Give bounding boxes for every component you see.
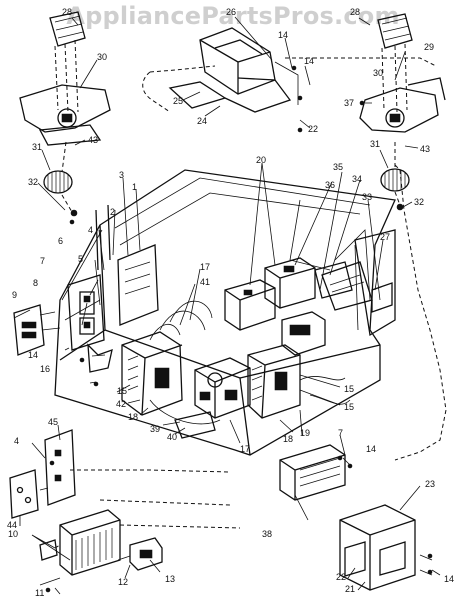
mounting-plate-left (67, 274, 113, 373)
hv-transformer-left (121, 323, 183, 416)
component-box-23 (339, 504, 433, 591)
control-components-top (224, 257, 373, 356)
callout-30-right: 30 (373, 68, 383, 78)
callout-13: 13 (165, 574, 175, 584)
callout-10: 10 (8, 529, 18, 539)
callout-17-lower: 17 (240, 444, 250, 454)
callout-15-lower: 15 (344, 402, 354, 412)
callout-32-left: 32 (28, 177, 38, 187)
cover-38 (279, 444, 346, 501)
callout-4-low: 4 (14, 436, 19, 446)
leader-lines (13, 16, 441, 595)
callout-31-left: 31 (32, 142, 42, 152)
rear-bracket (95, 204, 159, 326)
callout-35: 35 (333, 162, 343, 172)
callout-22-low: 22 (336, 572, 346, 582)
callout-7-upper: 7 (40, 256, 45, 266)
callout-25: 25 (173, 96, 183, 106)
callout-22-top: 22 (308, 124, 318, 134)
noise-filter (117, 537, 163, 571)
callout-14-top: 14 (278, 30, 288, 40)
callout-45: 45 (48, 417, 58, 427)
callout-6: 6 (58, 236, 63, 246)
callout-32-right: 32 (414, 197, 424, 207)
switch-block (13, 304, 61, 356)
callout-34: 34 (352, 174, 362, 184)
callout-37: 37 (344, 98, 354, 108)
callout-21: 21 (345, 584, 355, 594)
callout-14-low: 14 (444, 574, 454, 584)
callout-27: 27 (380, 232, 390, 242)
callout-18-right: 18 (283, 434, 293, 444)
dashed-outline-top (142, 57, 437, 113)
callout-41: 41 (200, 277, 210, 287)
callout-14-right: 14 (366, 444, 376, 454)
callout-29: 29 (424, 42, 434, 52)
callout-9: 9 (12, 290, 17, 300)
screws (45, 65, 433, 593)
callout-14-left: 14 (28, 350, 38, 360)
callout-31-right: 31 (370, 139, 380, 149)
callout-33: 33 (362, 192, 372, 202)
dashed-outline-bottom (70, 469, 241, 529)
callout-15-left: 15 (117, 386, 127, 396)
callout-7-right: 7 (338, 428, 343, 438)
right-side-panel (354, 229, 396, 337)
callout-3: 3 (119, 170, 124, 180)
callout-8: 8 (33, 278, 38, 288)
callout-24: 24 (197, 116, 207, 126)
dashed-outline-right (394, 164, 447, 461)
callout-11: 11 (35, 588, 44, 598)
callout-30-left: 30 (97, 52, 107, 62)
magnetron-center (174, 357, 251, 439)
callout-17-upper: 17 (200, 262, 210, 272)
callout-28-right: 28 (350, 7, 360, 17)
callout-44: 44 (7, 520, 17, 530)
hv-transformer-right (247, 344, 301, 419)
callout-5: 5 (78, 254, 83, 264)
bracket-45 (9, 429, 76, 519)
callout-42: 42 (116, 399, 126, 409)
callout-1: 1 (132, 182, 137, 192)
heatsink-assembly (39, 509, 121, 586)
callout-labels: 28 26 28 14 14 30 29 25 24 22 30 37 43 4… (7, 7, 454, 598)
callout-2: 2 (110, 207, 115, 217)
callout-4-mid: 4 (88, 225, 93, 235)
fan-assembly-left (19, 11, 111, 217)
callout-39: 39 (150, 424, 160, 434)
cabinet-chassis (54, 169, 396, 456)
callout-38: 38 (262, 529, 272, 539)
callout-36: 36 (325, 180, 335, 190)
callout-16: 16 (40, 364, 50, 374)
callout-43-left: 43 (88, 135, 98, 145)
callout-15-right: 15 (344, 384, 354, 394)
wire-harness (149, 300, 351, 425)
fan-assembly-right (359, 13, 446, 211)
air-duct (168, 27, 299, 113)
callout-28-left: 28 (62, 7, 72, 17)
callout-20: 20 (256, 155, 266, 165)
callout-43-right: 43 (420, 144, 430, 154)
callout-12: 12 (118, 577, 128, 587)
callout-18-left: 18 (128, 412, 138, 422)
callout-19: 19 (300, 428, 310, 438)
callout-23: 23 (425, 479, 435, 489)
callout-26: 26 (226, 7, 236, 17)
callout-14-top2: 14 (304, 56, 314, 66)
watermark: AppliancePartsPros.com (66, 2, 400, 30)
callout-40: 40 (167, 432, 177, 442)
